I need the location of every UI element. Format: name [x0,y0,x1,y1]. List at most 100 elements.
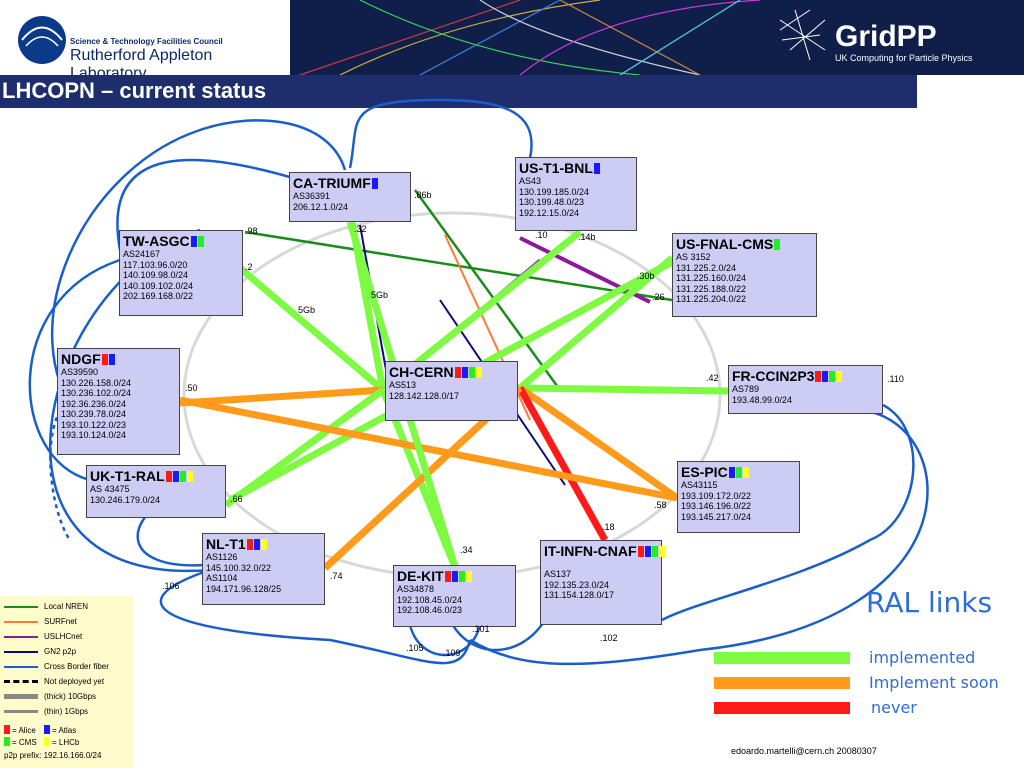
vo-flag-alice [444,571,451,582]
ral-swatch-soon [714,677,850,689]
node-info-line: 193.10.122.0/23 [61,419,127,430]
edge-label: .30b [637,271,655,281]
vo-flag-cms [735,467,742,478]
ral-swatch-implemented [714,652,850,664]
footer-credit: edoardo.martelli@cern.ch 20080307 [731,746,877,756]
link-tw-asgc-ch-cern [237,265,386,393]
node-info-line: AS1126 [206,552,238,562]
edge-label: .32 [354,224,367,234]
vo-flag-lhcb [836,371,843,382]
legend-vo: = Alice [4,725,36,735]
node-name: ES-PIC [678,462,799,480]
vo-swatch-atlas [44,725,50,734]
node-info-line: 193.48.99.0/24 [732,394,793,405]
node-name-text: NDGF [61,351,101,367]
stfc-logo-icon [18,16,66,64]
edge-label: .109 [443,648,461,658]
vo-flag-lhcb [260,539,267,550]
node-info-line: 193.10.124.0/24 [61,430,127,440]
node-info-line: 206.12.1.0/24 [293,201,349,212]
node-info-line: AS43 [519,176,542,186]
vo-flag-atlas [253,539,260,550]
node-name-text: NL-T1 [206,536,246,552]
thin-link [413,189,562,391]
vo-flag-atlas [461,367,468,378]
legend-swatch [4,620,38,623]
edge-label: .74 [330,571,343,581]
legend-vo: = LHCb [44,737,79,747]
legend-label: Not deployed yet [44,677,105,686]
legend-label: (thick) 10Gbps [44,692,97,701]
legend-swatch [4,650,38,653]
node-name-text: CA-TRIUMF [293,175,371,191]
node-name-text: US-T1-BNL [519,160,593,176]
vo-flag-cms [458,571,465,582]
vo-flag-atlas [172,471,179,482]
node-info-line: 131.225.160.0/24 [676,273,747,283]
vo-flag-alice [637,546,644,557]
node-info-line: 131.225.188.0/22 [676,283,747,294]
not-deployed-link [49,409,72,541]
link-ndgf-es-pic [179,396,678,502]
vo-swatch-alice [4,725,10,734]
node-name: US-T1-BNL [516,158,636,176]
ral-title: RAL links [866,586,993,619]
edge-label: 5Gb [371,290,389,300]
brand-subtitle: UK Computing for Particle Physics [835,53,973,63]
header-streaks [299,0,826,75]
slide-title: LHCOPN – current status [2,78,267,103]
edge-label: 5Gb [298,305,316,315]
vo-flag-atlas [822,371,829,382]
legend-row: Local NREN [4,602,88,611]
legend-label: SURFnet [44,617,77,626]
vo-swatch-cms [4,737,10,746]
vo-flag-alice [246,539,253,550]
node-name: US-FNAL-CMS [673,234,816,252]
node-info-line: 131.154.128.0/17 [544,590,615,600]
vo-flag-cms [829,371,836,382]
legend-row: (thick) 10Gbps [4,692,96,701]
vo-label: = CMS [12,738,37,747]
fiber-ccin2p3-bottom [661,403,915,622]
node-info-line: AS24167 [123,249,161,259]
node-info-line: 145.100.32.0/22 [206,562,272,573]
legend-row: USLHCnet [4,632,82,641]
legend-prefix: p2p prefix: 192.16.166.0/24 [4,751,102,760]
link-ndgf-ch-cern [179,386,384,407]
vo-label: = Alice [12,726,36,735]
node-info-line: 193.145.217.0/24 [681,511,752,522]
node-info-line: 192.135.23.0/24 [544,579,610,590]
edge-label: .26 [652,292,665,302]
vo-flag-cms [179,471,186,482]
node-info-line: 130.239.78.0/24 [61,409,127,419]
vo-flag-atlas [190,236,197,247]
legend-swatch [4,680,38,684]
node-info-line: 130.226.158.0/24 [61,377,132,388]
fiber-ral-ndgf [28,258,121,482]
node-info-line: 192.108.45.0/24 [397,594,463,605]
edge-label: .101 [472,624,490,634]
node-info-line: 202.169.168.0/22 [123,291,194,301]
title-banner: LHCOPN – current status [0,75,917,108]
vo-flag-alice [101,354,108,365]
vo-label: = LHCb [52,738,80,747]
node-info-line: AS 3152 [676,252,711,262]
fiber-dekit-cnaf [448,619,547,652]
node-name: NDGF [58,349,179,367]
node-info-line: 193.146.196.0/22 [681,501,752,511]
node-name-text: US-FNAL-CMS [676,236,774,252]
node-info-line: 131.225.204.0/22 [676,294,747,304]
vo-label: = Atlas [52,726,77,735]
node-info-line: 130.246.179.0/24 [90,494,161,505]
node-name: NL-T1 [203,534,324,552]
vo-flag-atlas [644,546,651,557]
node-info-line: 130.236.102.0/24 [61,388,132,398]
stfc-logo-area: Science & Technology Facilities Council … [0,0,290,75]
legend-label: Cross Border fiber [44,662,109,671]
node-info-line: 194.171.96.128/25 [206,583,282,594]
edge-label: .102 [600,633,618,643]
fiber-top-arc [116,158,301,251]
